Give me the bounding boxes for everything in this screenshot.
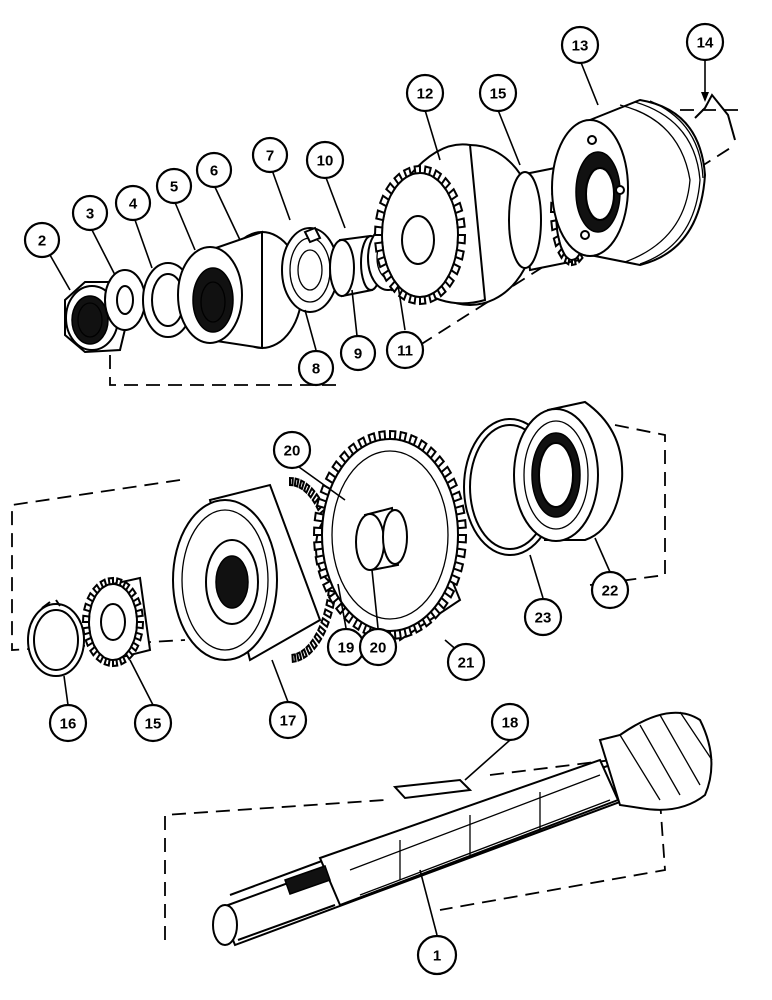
callout-15-upper: 15 — [478, 73, 518, 113]
svg-text:13: 13 — [572, 38, 589, 55]
callout-20-lower: 20 — [358, 627, 398, 667]
callout-1: 1 — [416, 934, 458, 976]
svg-text:14: 14 — [697, 35, 714, 52]
svg-text:3: 3 — [86, 206, 94, 223]
callout-15-lower: 15 — [133, 703, 173, 743]
callout-21: 21 — [446, 642, 486, 682]
callouts: 1 2 3 4 5 6 7 8 9 10 11 12 13 14 15 15 1… — [23, 22, 725, 976]
svg-text:8: 8 — [312, 361, 320, 378]
callout-23: 23 — [523, 597, 563, 637]
callout-20-upper: 20 — [272, 430, 312, 470]
svg-text:20: 20 — [284, 443, 301, 460]
callout-17: 17 — [268, 700, 308, 740]
callout-11: 11 — [385, 330, 425, 370]
svg-text:15: 15 — [490, 86, 507, 103]
svg-text:9: 9 — [354, 346, 362, 363]
callout-10: 10 — [305, 140, 345, 180]
callout-8: 8 — [297, 349, 335, 387]
svg-text:16: 16 — [60, 716, 77, 733]
callout-2: 2 — [23, 221, 61, 259]
snap-ring-part — [27, 599, 85, 677]
callout-12: 12 — [405, 73, 445, 113]
svg-text:18: 18 — [502, 715, 519, 732]
callout-22: 22 — [590, 570, 630, 610]
svg-text:23: 23 — [535, 610, 552, 627]
bearing-cup-part — [177, 230, 303, 350]
ball-bearing-part — [513, 400, 624, 542]
washer-part — [104, 269, 146, 331]
callout-7: 7 — [251, 136, 289, 174]
svg-text:20: 20 — [370, 640, 387, 657]
callout-14: 14 — [685, 22, 725, 62]
pinion-shaft-part — [212, 711, 713, 947]
svg-text:11: 11 — [397, 343, 413, 360]
large-gear-part — [312, 429, 468, 642]
svg-text:5: 5 — [170, 179, 178, 196]
svg-text:21: 21 — [458, 655, 475, 672]
svg-text:22: 22 — [602, 583, 619, 600]
callout-13: 13 — [560, 25, 600, 65]
callout-6: 6 — [195, 151, 233, 189]
clutch-drum-part — [172, 476, 339, 664]
callout-16: 16 — [48, 703, 88, 743]
callout-3: 3 — [71, 194, 109, 232]
callout-19: 19 — [326, 627, 366, 667]
callout-18: 18 — [490, 702, 530, 742]
gear-part-12 — [373, 143, 536, 306]
bearing-ring-part — [281, 226, 339, 313]
lower-assembly-outline — [164, 759, 666, 940]
callout-5: 5 — [155, 167, 193, 205]
svg-text:6: 6 — [210, 163, 218, 180]
svg-text:4: 4 — [129, 196, 138, 213]
spring-clip-part — [694, 93, 736, 141]
callout-9: 9 — [339, 334, 377, 372]
svg-text:17: 17 — [280, 713, 297, 730]
key-part — [392, 778, 473, 800]
callout-4: 4 — [114, 184, 152, 222]
svg-text:10: 10 — [317, 153, 334, 170]
svg-text:15: 15 — [145, 716, 162, 733]
coupler-drum-part — [551, 98, 707, 267]
gear-part-15-lower — [81, 576, 152, 668]
svg-text:7: 7 — [266, 148, 274, 165]
svg-text:19: 19 — [338, 640, 355, 657]
svg-text:1: 1 — [433, 948, 441, 965]
svg-text:2: 2 — [38, 233, 46, 250]
svg-text:12: 12 — [417, 86, 434, 103]
